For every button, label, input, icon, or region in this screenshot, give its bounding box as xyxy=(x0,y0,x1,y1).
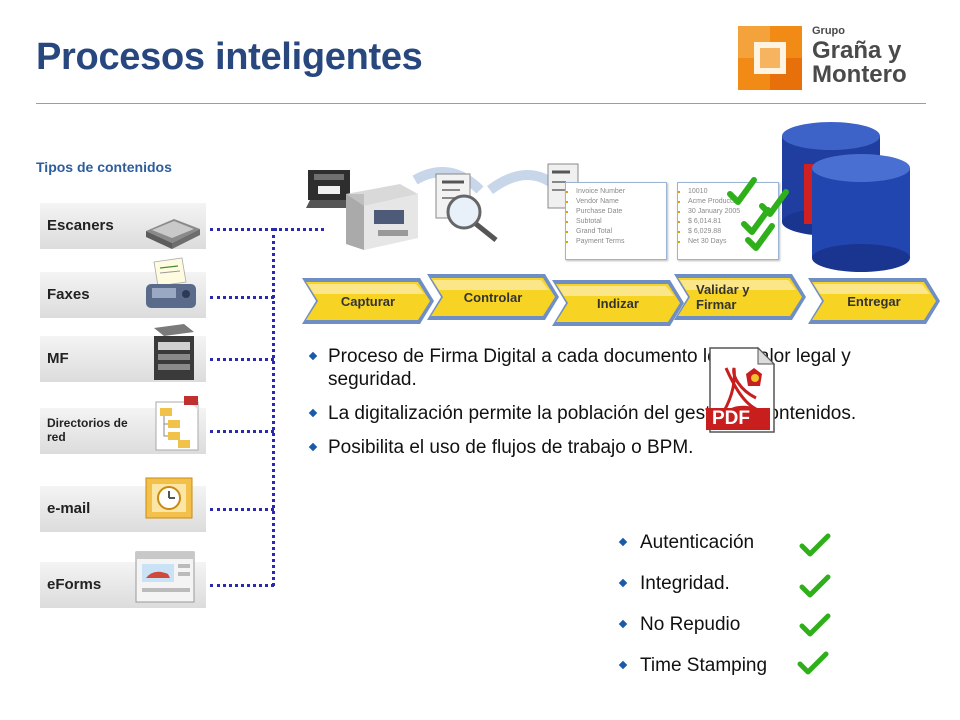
chevron-shape xyxy=(302,278,434,324)
step-label: Entregar xyxy=(847,293,901,309)
source-label: eForms xyxy=(47,576,102,593)
check-icon xyxy=(799,613,831,637)
invoice-value: Acme Products xyxy=(688,197,778,207)
fax-icon xyxy=(146,257,196,308)
security-feature-item: Integridad. xyxy=(620,573,767,614)
security-feature-list: Autenticación Integridad. No Repudio Tim… xyxy=(620,532,767,696)
step-label: Capturar xyxy=(340,293,396,309)
scanner-icon xyxy=(146,219,200,249)
step-controlar: Controlar xyxy=(425,268,561,326)
logo-group-text: Grupo xyxy=(812,25,845,37)
database-icon xyxy=(782,122,910,272)
step-indizar: Indizar xyxy=(550,274,686,332)
invoice-value: 10010 xyxy=(688,187,778,197)
check-icon-group xyxy=(727,177,789,251)
source-label: Directorios de red xyxy=(47,416,128,444)
pdf-file-icon xyxy=(706,346,776,433)
invoice-value: $ 6,014.81 xyxy=(688,217,778,227)
invoice-field-list: Invoice Number Vendor Name Purchase Date… xyxy=(566,183,666,247)
mainframe-icon xyxy=(154,324,194,380)
connector-email xyxy=(210,508,274,511)
folder-tree-icon xyxy=(155,396,199,451)
page-title: Procesos inteligentes xyxy=(36,36,423,78)
step-capturar: Capturar xyxy=(300,272,436,330)
step-validar-firmar: Validar y Firmar xyxy=(672,268,808,326)
chevron-shape xyxy=(808,278,940,324)
content-types-label: Tipos de contenidos xyxy=(36,159,172,175)
outlook-icon xyxy=(145,477,193,519)
benefit-item: Proceso de Firma Digital a cada document… xyxy=(310,345,920,391)
check-icon xyxy=(799,533,831,557)
connector-directories xyxy=(210,430,274,433)
invoice-field: Payment Terms xyxy=(576,237,666,247)
invoice-field: Subtotal xyxy=(576,217,666,227)
invoice-value: $ 6,029.88 xyxy=(688,227,778,237)
connector-mf xyxy=(210,358,274,361)
connector-to-capture xyxy=(274,228,324,231)
logo-name-line1: Graña y xyxy=(812,37,902,64)
invoice-field: Invoice Number xyxy=(576,187,666,197)
source-email: e-mail xyxy=(40,477,206,532)
connector-scanners xyxy=(210,228,274,231)
source-label: Faxes xyxy=(47,286,90,303)
invoice-field: Purchase Date xyxy=(576,207,666,217)
title-divider xyxy=(36,103,926,104)
connector-vertical-bus xyxy=(272,228,275,586)
grana-montero-logo xyxy=(738,26,802,90)
invoice-field: Grand Total xyxy=(576,227,666,237)
source-scanners: Escaners xyxy=(40,203,206,249)
invoice-value: Net 30 Days xyxy=(688,237,778,247)
invoice-value-list: 10010 Acme Products 30 January 2005 $ 6,… xyxy=(678,183,778,247)
source-label: MF xyxy=(47,350,69,367)
check-icon xyxy=(797,651,829,675)
invoice-values-card: 10010 Acme Products 30 January 2005 $ 6,… xyxy=(677,182,779,260)
step-entregar: Entregar xyxy=(806,272,942,330)
printer-icon xyxy=(346,184,418,250)
benefit-list: Proceso de Firma Digital a cada document… xyxy=(310,345,920,470)
step-label: Controlar xyxy=(463,289,523,305)
capture-flow-illustration xyxy=(306,163,579,250)
web-form-icon xyxy=(135,551,195,603)
source-label: Escaners xyxy=(47,217,114,234)
logo-name-line2: Montero xyxy=(812,61,907,88)
step-label: Indizar xyxy=(597,295,639,311)
document-scanner-icon xyxy=(306,170,352,208)
source-faxes: Faxes xyxy=(40,257,206,318)
pdf-label: PDF xyxy=(712,408,750,429)
source-mf: MF xyxy=(40,324,206,382)
chevron-shape xyxy=(427,274,559,320)
invoice-fields-card: Invoice Number Vendor Name Purchase Date… xyxy=(565,182,667,260)
source-eforms: eForms xyxy=(40,551,206,608)
step-label: Validar y Firmar xyxy=(696,282,750,312)
check-icon xyxy=(799,574,831,598)
connector-eforms xyxy=(210,584,274,587)
chevron-shape xyxy=(552,280,684,326)
connector-faxes xyxy=(210,296,274,299)
logo-wordmark: Grupo Graña y Montero xyxy=(812,26,907,87)
source-label: e-mail xyxy=(47,500,91,517)
source-network-directories: Directorios de red xyxy=(40,396,206,454)
security-feature-item: Autenticación xyxy=(620,532,767,573)
invoice-field: Vendor Name xyxy=(576,197,666,207)
benefit-item: Posibilita el uso de flujos de trabajo o… xyxy=(310,436,920,459)
invoice-value: 30 January 2005 xyxy=(688,207,778,217)
security-feature-item: Time Stamping xyxy=(620,655,767,696)
document-magnifier-icon xyxy=(435,173,498,242)
benefit-item: La digitalización permite la población d… xyxy=(310,402,920,425)
security-feature-item: No Repudio xyxy=(620,614,767,655)
chevron-shape xyxy=(674,274,806,320)
